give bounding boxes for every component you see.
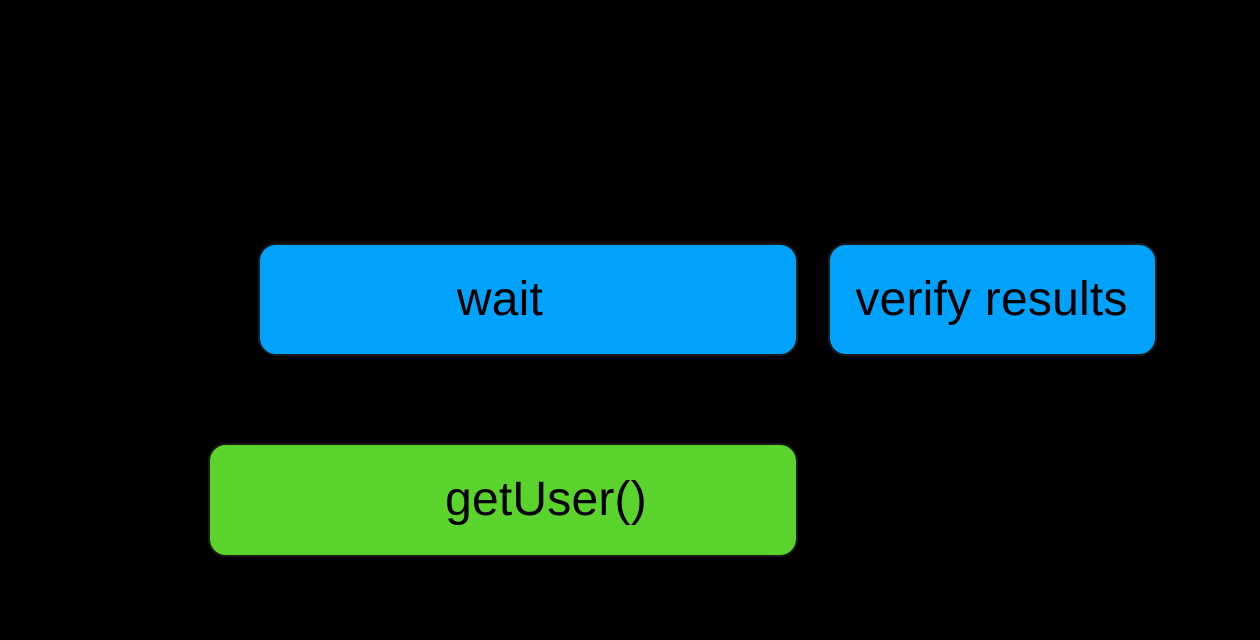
diagram-node-wait-label: wait: [456, 272, 544, 326]
diagram-node-getuser[interactable]: getUser(): [208, 443, 798, 557]
diagram-node-verify-results[interactable]: verify results: [828, 243, 1157, 356]
diagram-node-getuser-label: getUser(): [445, 473, 647, 526]
diagram-node-wait[interactable]: wait: [258, 243, 798, 356]
diagram-node-verify-results-label: verify results: [855, 272, 1128, 326]
